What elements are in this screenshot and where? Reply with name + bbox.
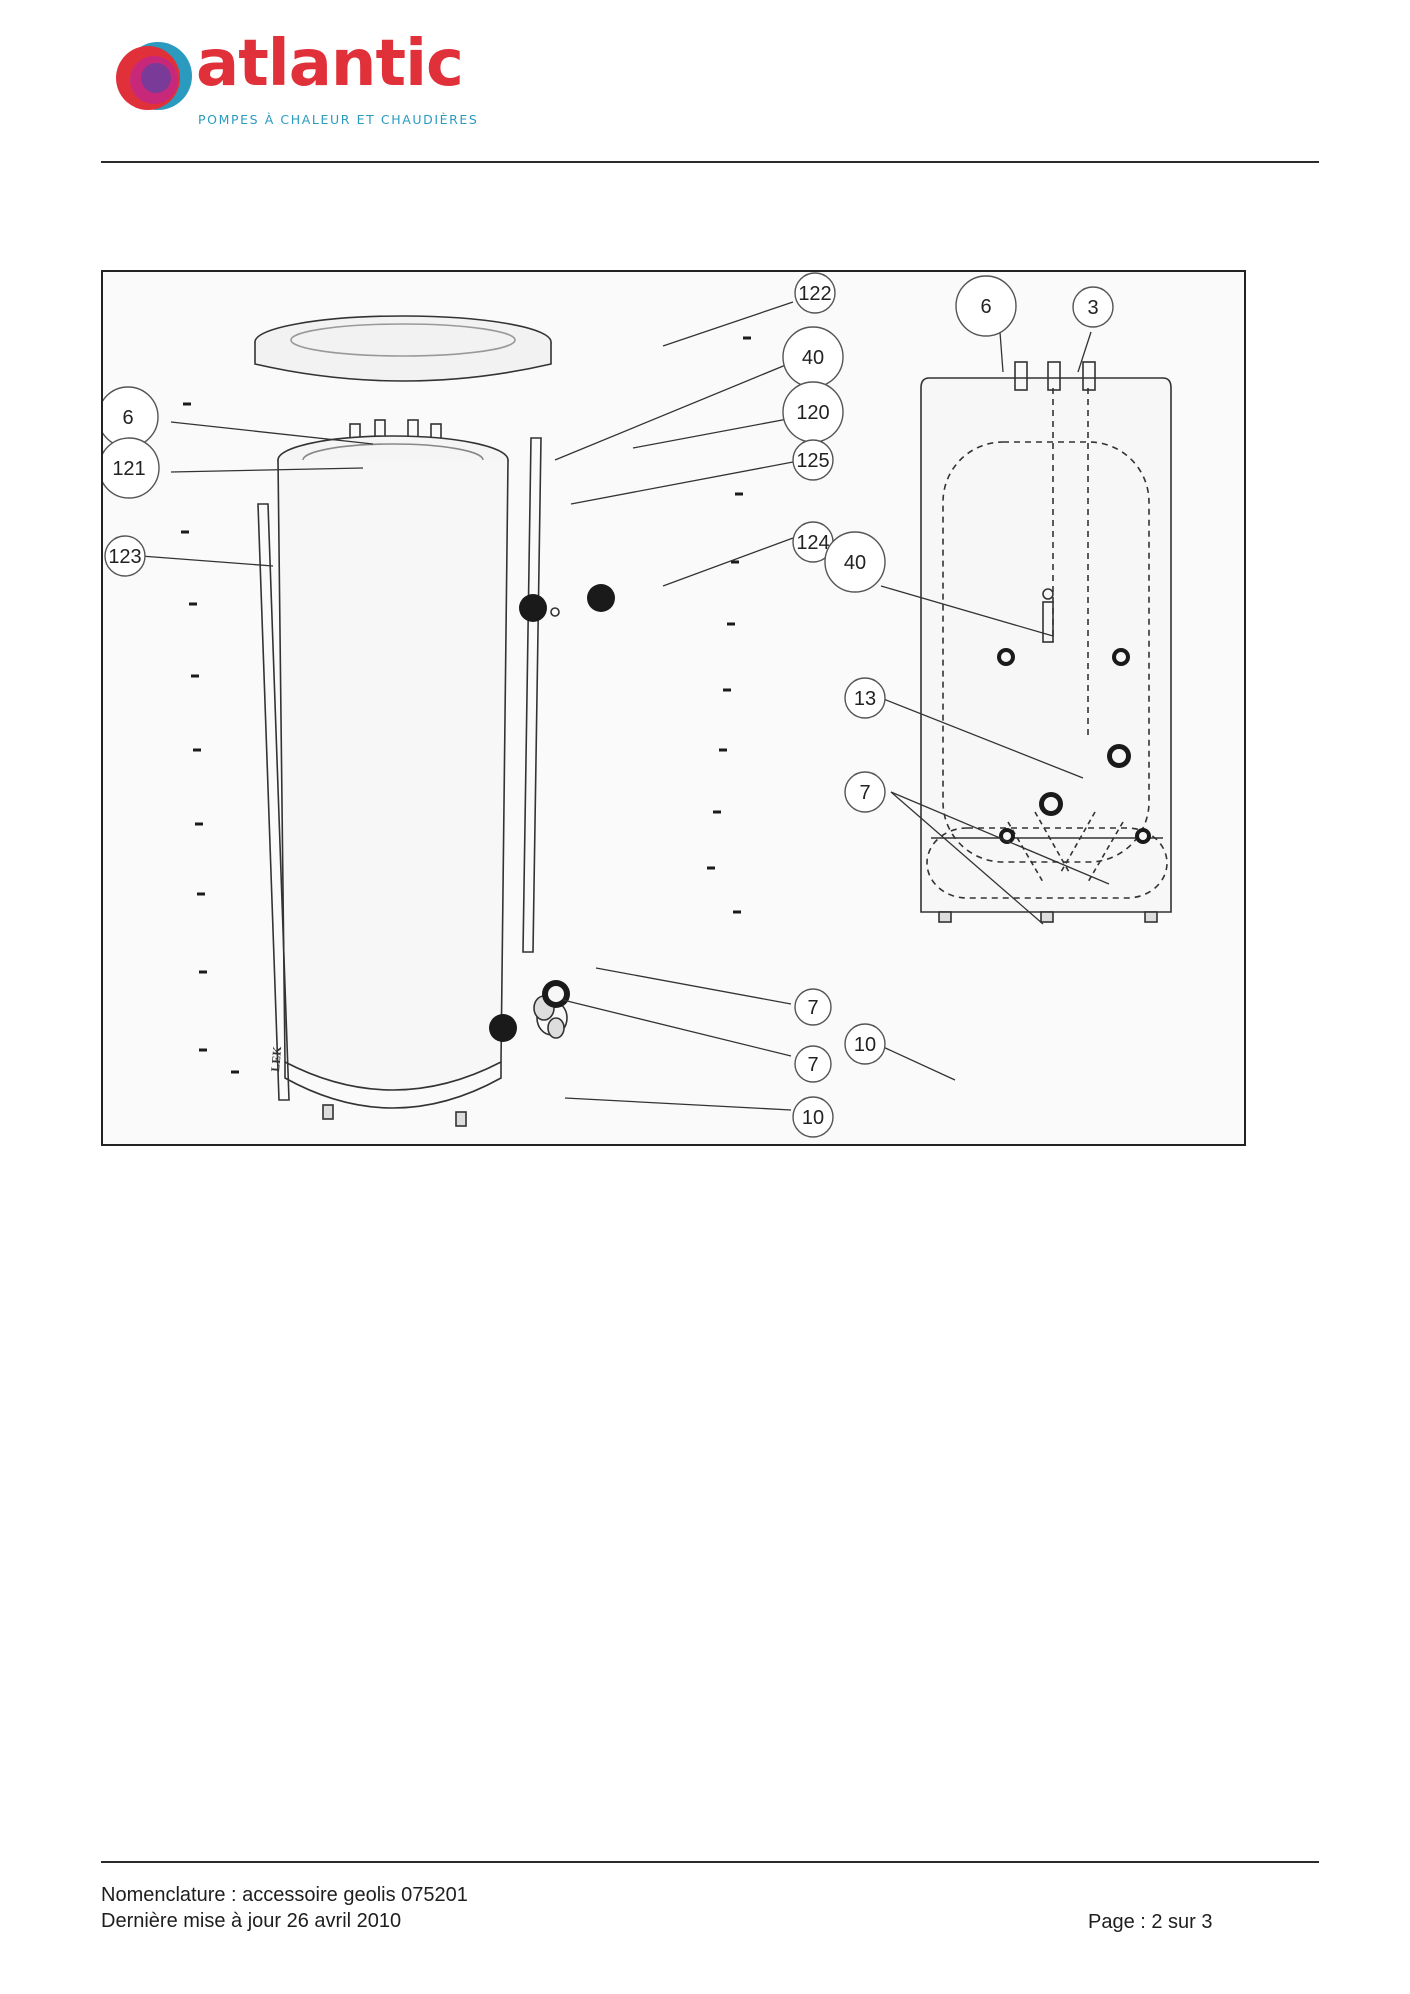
side-panel-left — [257, 503, 290, 1101]
callout-label: 10 — [854, 1034, 876, 1056]
callout-7: 7 — [794, 1045, 832, 1083]
callout-10: 10 — [844, 1023, 886, 1065]
section-view-tank — [920, 377, 1172, 913]
callout-label: 6 — [980, 296, 991, 318]
callout-label: 10 — [802, 1107, 824, 1129]
callout-10: 10 — [792, 1096, 834, 1138]
callout-6: 6 — [955, 275, 1017, 337]
tank-lid-rim — [254, 342, 552, 382]
callout-122: 122 — [794, 272, 836, 314]
callout-120: 120 — [782, 381, 844, 443]
footer-nomenclature: Nomenclature : accessoire geolis 075201 — [101, 1884, 468, 1906]
callout-label: 40 — [802, 347, 824, 369]
port-hole — [587, 584, 615, 612]
callout-label: 120 — [796, 402, 829, 424]
callout-40: 40 — [782, 326, 844, 388]
callout-13: 13 — [844, 677, 886, 719]
port-hole — [519, 594, 547, 622]
port-hole — [489, 1014, 517, 1042]
callout-label: 7 — [859, 782, 870, 804]
panel-marking: LEK — [268, 1045, 284, 1072]
callout-125: 125 — [792, 439, 834, 481]
callout-123: 123 — [104, 535, 146, 577]
tank-body — [277, 459, 509, 1091]
callout-label: 40 — [844, 552, 866, 574]
callout-label: 122 — [798, 283, 831, 305]
callout-121: 121 — [103, 437, 160, 499]
callout-7: 7 — [794, 988, 832, 1026]
brand-tagline: POMPES À CHALEUR ET CHAUDIÈRES — [198, 112, 479, 127]
callout-label: 6 — [122, 407, 133, 429]
footer-page: Page : 2 sur 3 — [1088, 1911, 1213, 1933]
callout-label: 124 — [796, 532, 829, 554]
side-panel-right — [522, 437, 542, 953]
footer-rule — [101, 1861, 1319, 1863]
atlantic-logo-icon — [116, 42, 192, 110]
callout-label: 7 — [807, 1054, 818, 1076]
exploded-view-drawing: LEK 122 40 6 120 121 125 123 124 7 7 10 6 3 40 13 7 10 — [103, 272, 1172, 1138]
callout-label: 3 — [1087, 297, 1098, 319]
brand-logo: atlantic POMPES À CHALEUR ET CHAUDIÈRES — [112, 32, 492, 132]
footer-updated: Dernière mise à jour 26 avril 2010 — [101, 1910, 402, 1932]
callout-label: 121 — [112, 458, 145, 480]
callout-7: 7 — [844, 771, 886, 813]
callout-40: 40 — [824, 531, 886, 593]
screws — [181, 336, 751, 1074]
header-rule — [101, 161, 1319, 163]
callout-label: 7 — [807, 997, 818, 1019]
brand-name: atlantic — [196, 27, 464, 101]
callout-label: 123 — [108, 546, 141, 568]
callout-label: 125 — [796, 450, 829, 472]
callout-label: 13 — [854, 688, 876, 710]
exploded-view-figure: LEK 122 40 6 120 121 125 123 124 7 7 10 6 3 40 13 7 10 — [101, 270, 1246, 1146]
leader-lines — [140, 301, 1110, 1111]
callout-3: 3 — [1072, 286, 1114, 328]
